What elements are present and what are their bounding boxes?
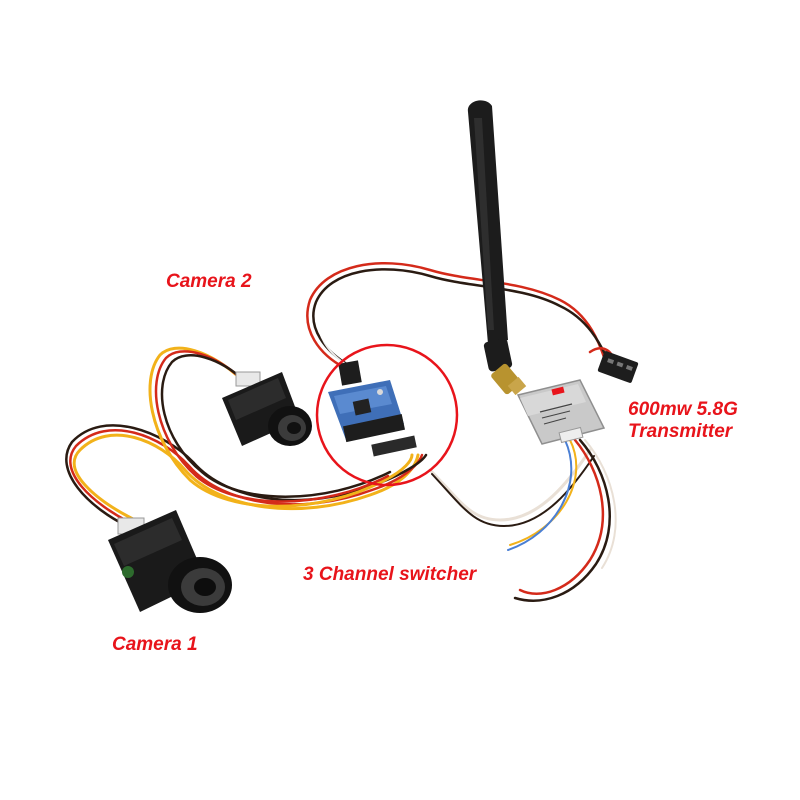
- antenna: [467, 100, 527, 396]
- cable-harness: [65, 262, 617, 602]
- camera-1: [108, 510, 232, 613]
- camera-1-label: Camera 1: [112, 634, 198, 655]
- video-transmitter: [516, 379, 606, 445]
- transmitter-label: 600mw 5.8G Transmitter: [628, 399, 738, 443]
- connector-plug: [597, 351, 639, 383]
- highlight-circle: [315, 343, 459, 487]
- channel-switcher: [328, 360, 417, 457]
- camera-2: [222, 371, 312, 446]
- transmitter-label-line1: 600mw 5.8G: [628, 399, 738, 420]
- camera-2-label: Camera 2: [166, 271, 252, 292]
- switcher-label: 3 Channel switcher: [303, 564, 477, 585]
- transmitter-label-line2: Transmitter: [628, 421, 733, 442]
